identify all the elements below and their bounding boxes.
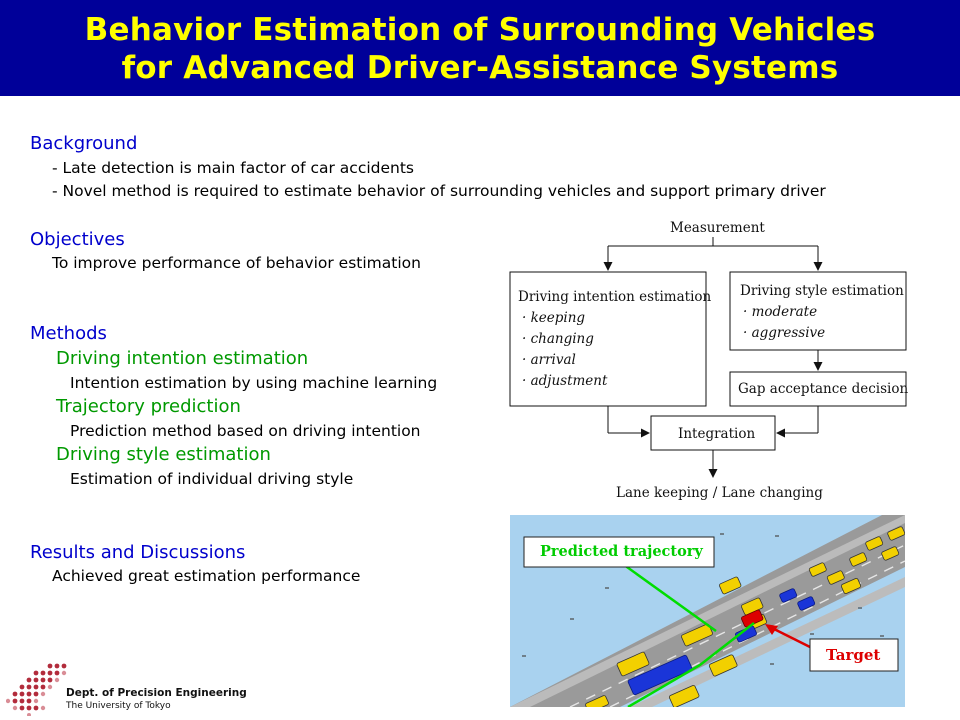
style-box bbox=[729, 271, 907, 351]
title-bar: Behavior Estimation of Surrounding Vehic… bbox=[0, 0, 960, 96]
method-3-desc: Estimation of individual driving style bbox=[70, 470, 354, 488]
style-item-aggressive: · aggressive bbox=[743, 325, 826, 341]
simulation-image: Predicted trajectory Target bbox=[510, 515, 905, 707]
method-3-title: Driving style estimation bbox=[56, 444, 271, 465]
results-text: Achieved great estimation performance bbox=[52, 567, 361, 585]
logo-university-name: The University of Tokyo bbox=[66, 701, 171, 711]
intention-item-keeping: · keeping bbox=[522, 310, 586, 326]
intention-item-arrival: · arrival bbox=[522, 352, 576, 368]
flow-diagram: Measurement Driving intention estimation… bbox=[500, 215, 920, 505]
method-2-desc: Prediction method based on driving inten… bbox=[70, 422, 421, 440]
objectives-text: To improve performance of behavior estim… bbox=[52, 254, 421, 272]
gap-box-label: Gap acceptance decision bbox=[738, 381, 909, 397]
background-heading: Background bbox=[30, 133, 138, 154]
objectives-heading: Objectives bbox=[30, 229, 125, 250]
gap-box bbox=[729, 371, 907, 407]
measurement-label: Measurement bbox=[670, 220, 765, 236]
predicted-trajectory-label: Predicted trajectory bbox=[540, 543, 703, 560]
logo-dept-name: Dept. of Precision Engineering bbox=[66, 687, 247, 699]
results-heading: Results and Discussions bbox=[30, 542, 246, 563]
department-logo: Dept. of Precision Engineering The Unive… bbox=[6, 660, 247, 716]
style-item-moderate: · moderate bbox=[743, 304, 818, 320]
simulation-scene bbox=[510, 515, 905, 707]
integration-label: Integration bbox=[678, 426, 756, 442]
slide-title-line-1: Behavior Estimation of Surrounding Vehic… bbox=[84, 12, 876, 48]
intention-box-title: Driving intention estimation bbox=[518, 289, 712, 305]
intention-item-adjustment: · adjustment bbox=[522, 373, 608, 389]
method-1-desc: Intention estimation by using machine le… bbox=[70, 374, 438, 392]
flow-diagram-lines bbox=[509, 237, 907, 478]
dot-matrix-logo-icon bbox=[6, 663, 67, 716]
background-item-2: - Novel method is required to estimate b… bbox=[52, 182, 826, 200]
output-label: Lane keeping / Lane changing bbox=[616, 485, 823, 501]
background-item-1: - Late detection is main factor of car a… bbox=[52, 159, 415, 177]
slide-title-line-2: for Advanced Driver-Assistance Systems bbox=[121, 50, 839, 86]
method-1-title: Driving intention estimation bbox=[56, 348, 309, 369]
intention-box bbox=[509, 271, 707, 407]
intention-item-changing: · changing bbox=[522, 331, 594, 347]
integration-box bbox=[650, 415, 776, 451]
target-label: Target bbox=[826, 646, 881, 664]
predicted-trajectory-path bbox=[627, 622, 755, 707]
style-box-title: Driving style estimation bbox=[740, 283, 904, 299]
methods-heading: Methods bbox=[30, 323, 107, 344]
method-2-title: Trajectory prediction bbox=[56, 396, 241, 417]
